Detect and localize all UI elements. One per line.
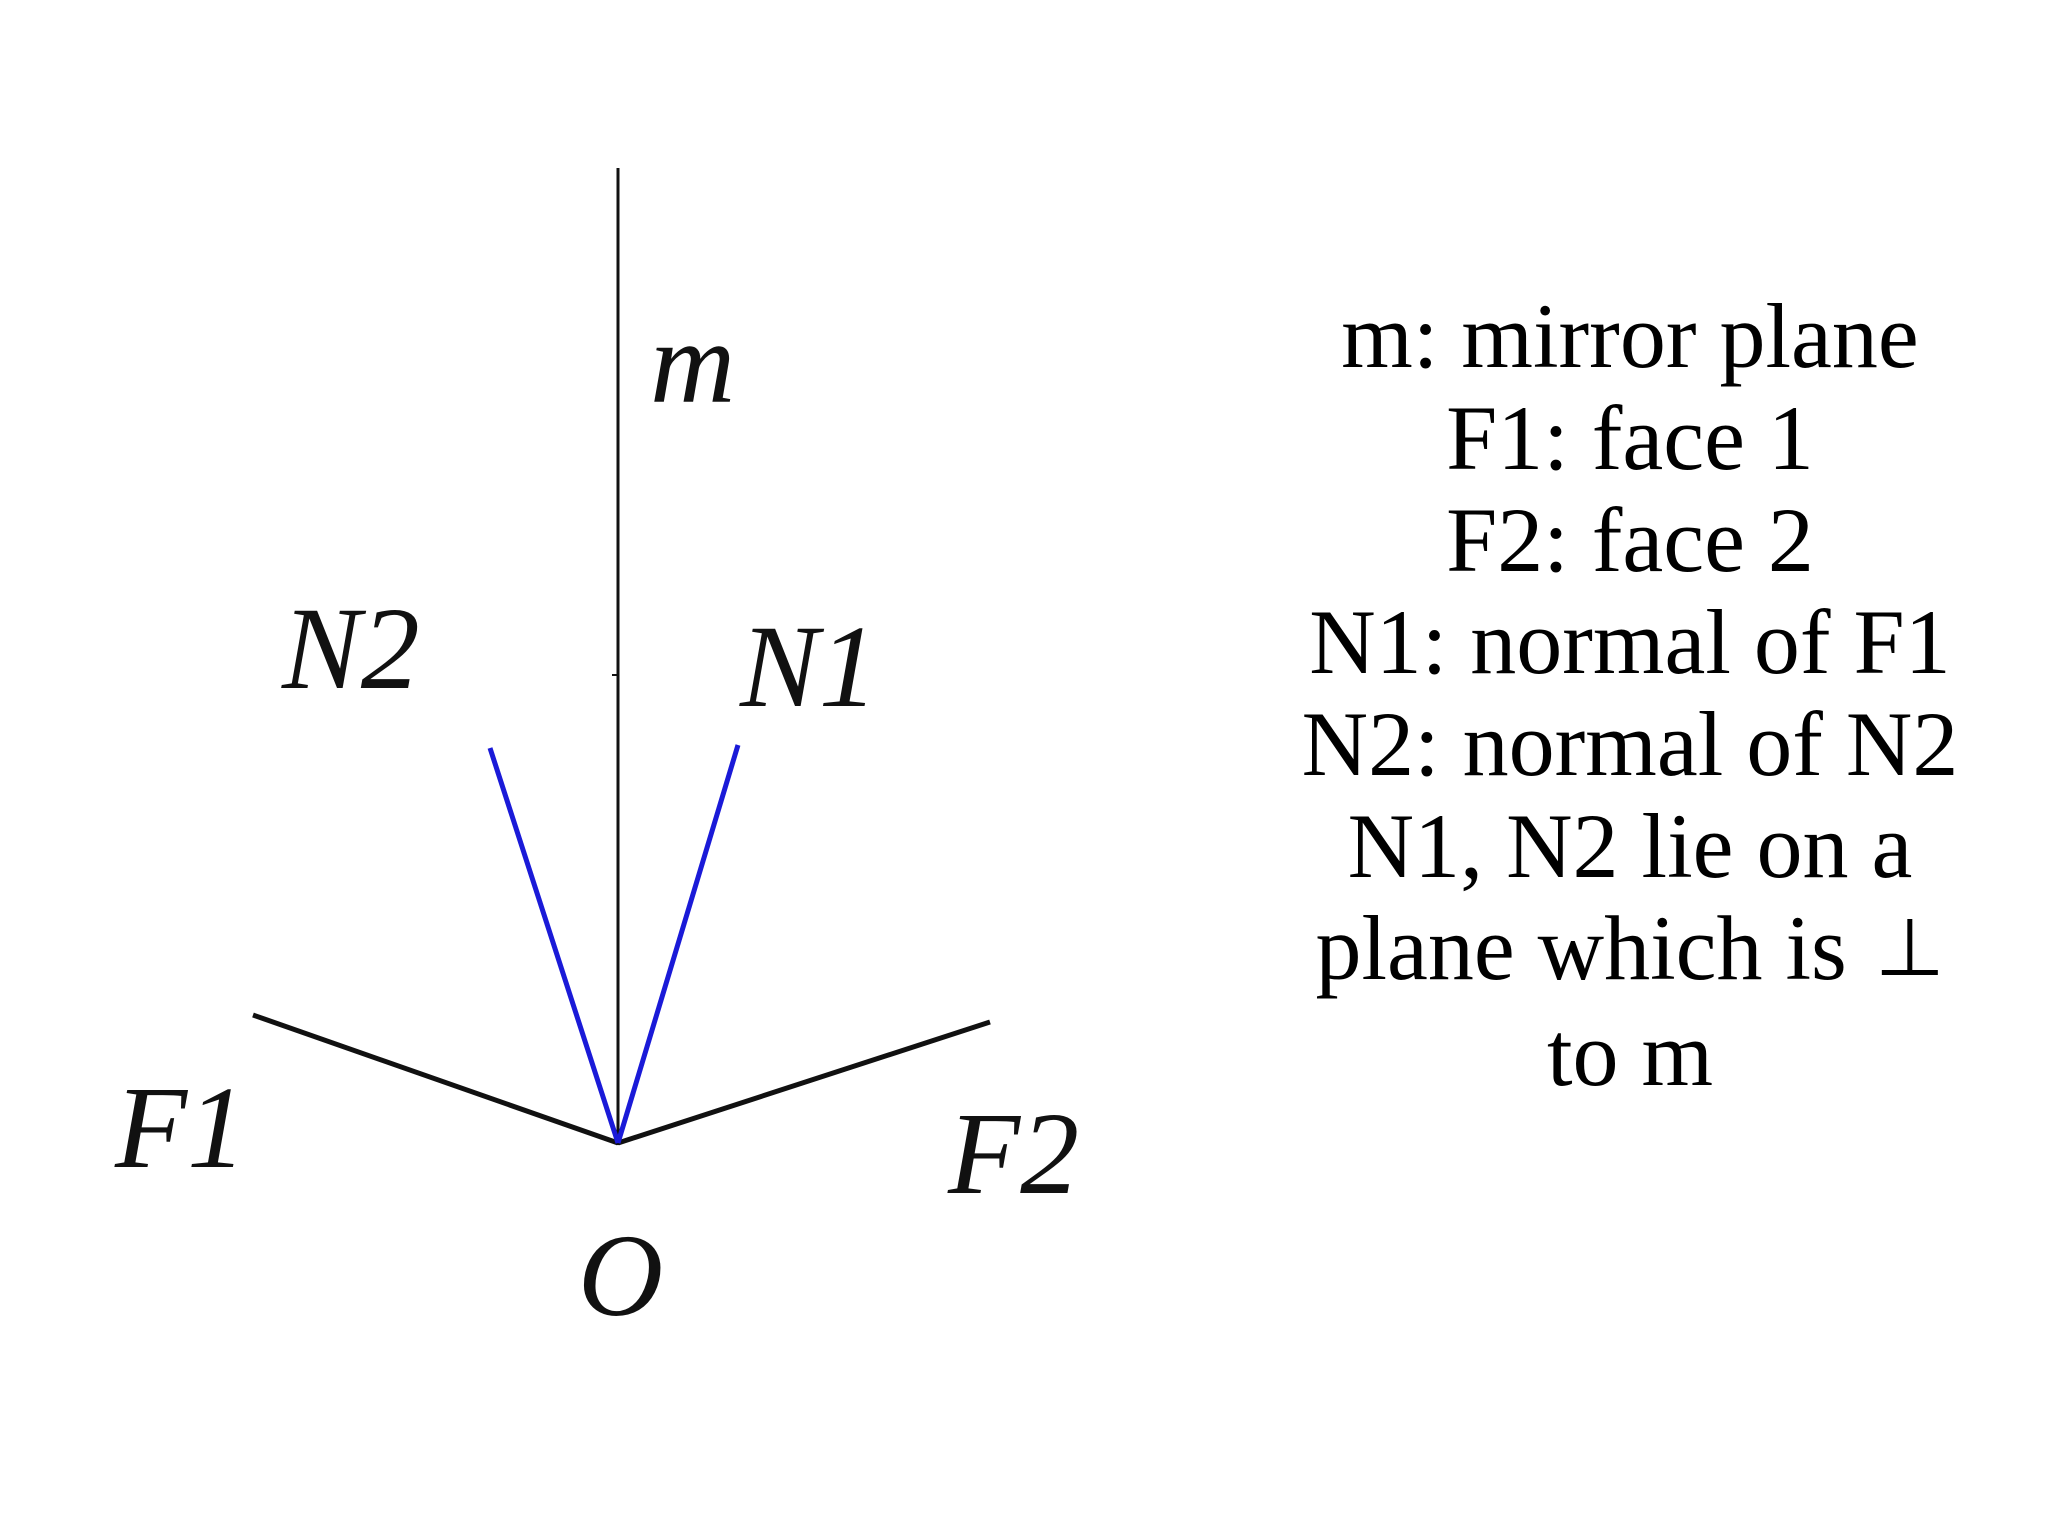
- legend-line: N1, N2 lie on a: [1347, 795, 1913, 897]
- legend-line: plane which is ⊥: [1250, 897, 2010, 1003]
- legend-line: N2: normal of N2: [1301, 693, 1959, 795]
- normal-n1-line: [615, 744, 741, 1144]
- label-n1: N1: [739, 601, 878, 732]
- legend-line: N1: normal of F1: [1309, 591, 1951, 693]
- normal-n2-line: [487, 747, 621, 1144]
- legend-line: m: mirror plane: [1341, 285, 1919, 387]
- legend-line: to m: [1546, 1003, 1714, 1105]
- legend-line-text: plane which is: [1315, 897, 1847, 999]
- label-f2: F2: [947, 1088, 1079, 1219]
- mirror-plane-diagram: m N2 N1 F1 F2 O: [114, 168, 1079, 1341]
- label-m: m: [650, 297, 735, 428]
- legend: m: mirror plane F1: face 1 F2: face 2 N1…: [1250, 285, 2010, 1105]
- label-n2: N2: [281, 583, 420, 714]
- face-f1-line: [252, 1012, 619, 1146]
- label-f1: F1: [114, 1062, 246, 1193]
- perpendicular-symbol: ⊥: [1874, 901, 1945, 994]
- legend-line: F2: face 2: [1446, 489, 1814, 591]
- label-o: O: [578, 1210, 663, 1341]
- legend-line: F1: face 1: [1446, 387, 1814, 489]
- face-f2-line: [617, 1019, 991, 1146]
